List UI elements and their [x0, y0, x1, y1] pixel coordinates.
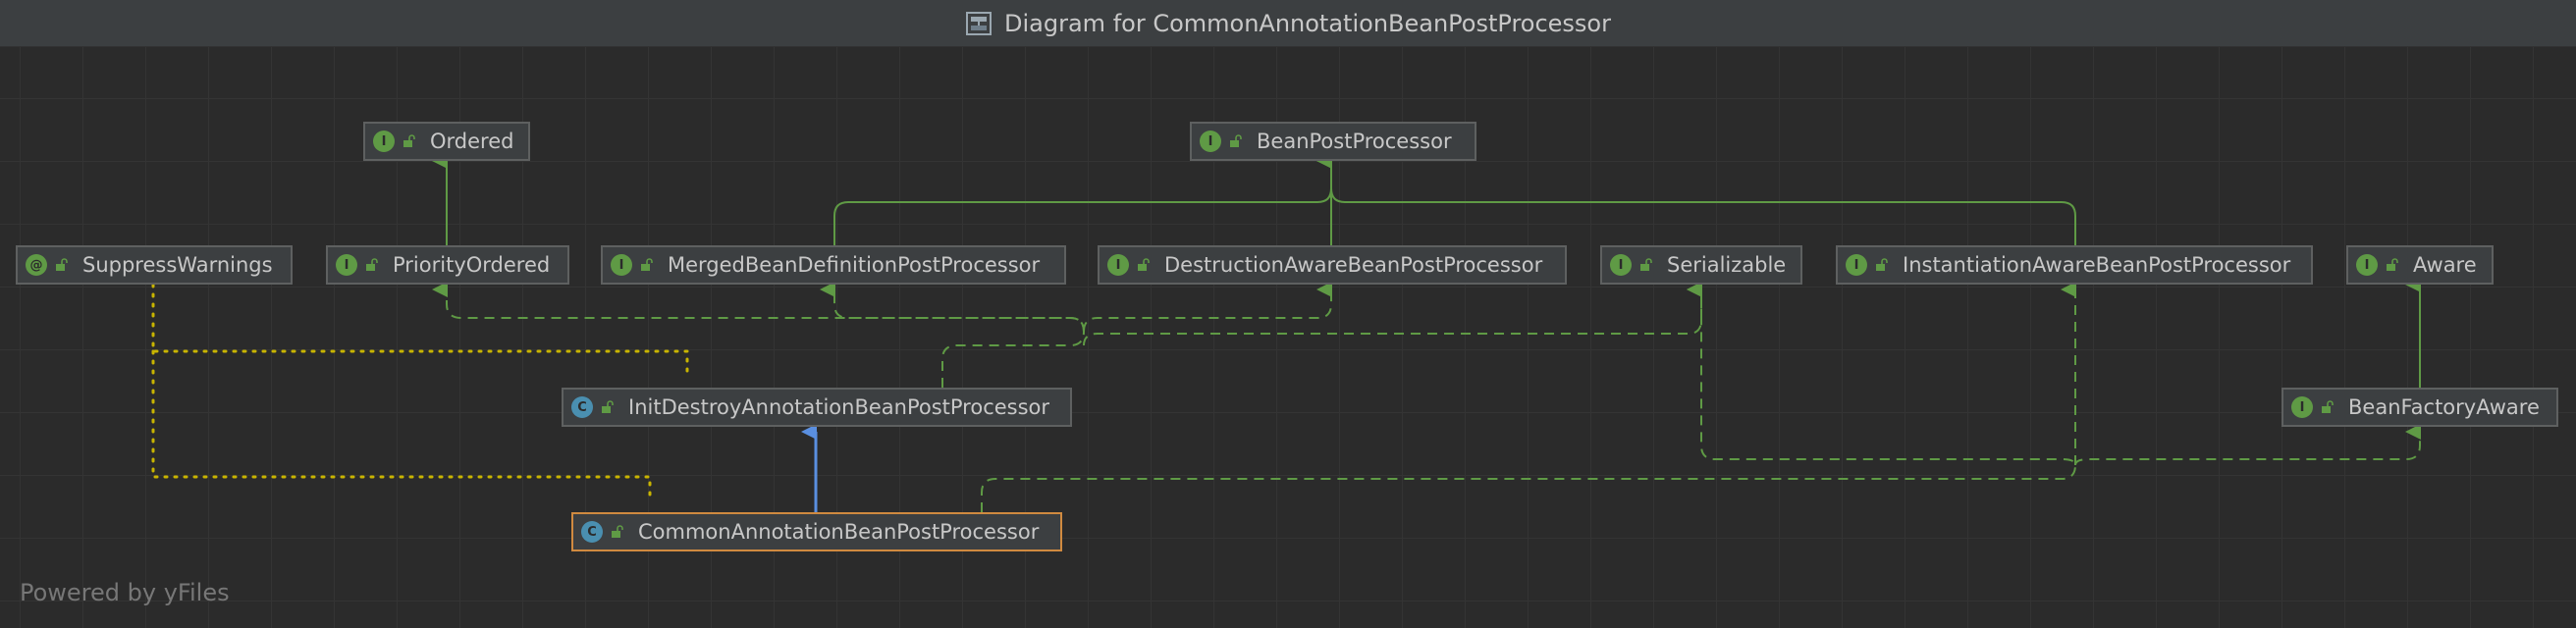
lock-open-icon [366, 258, 378, 271]
edge-suppresswarnings-initdestroy [151, 283, 689, 380]
node-merged-bean-definition-post-processor[interactable]: I MergedBeanDefinitionPostProcessor [601, 245, 1066, 285]
edge-initdestroy-priorityordered [432, 282, 1086, 388]
edge-common-serializable [981, 282, 2077, 512]
node-label: SuppressWarnings [82, 253, 273, 277]
interface-icon: I [2356, 254, 2378, 276]
interface-icon: I [1107, 254, 1129, 276]
node-label: Ordered [430, 130, 514, 153]
node-aware[interactable]: I Aware [2346, 245, 2494, 285]
interface-icon: I [336, 254, 357, 276]
window-title: Diagram for CommonAnnotationBeanPostProc… [1004, 9, 1611, 37]
lock-open-icon [56, 258, 68, 271]
node-suppress-warnings[interactable]: @ SuppressWarnings [16, 245, 293, 285]
powered-by-watermark: Powered by yFiles [20, 579, 230, 606]
lock-open-icon [2322, 400, 2334, 413]
interface-icon: I [1610, 254, 1632, 276]
interface-icon: I [611, 254, 632, 276]
lock-open-icon [1640, 258, 1652, 271]
node-label: Aware [2413, 253, 2477, 277]
diagram-icon [966, 11, 993, 35]
lock-open-icon [403, 134, 415, 147]
lock-open-icon [1876, 258, 1888, 271]
node-label: InitDestroyAnnotationBeanPostProcessor [628, 395, 1050, 419]
interface-icon: I [1846, 254, 1867, 276]
node-label: MergedBeanDefinitionPostProcessor [668, 253, 1041, 277]
node-label: PriorityOrdered [393, 253, 551, 277]
node-serializable[interactable]: I Serializable [1600, 245, 1802, 285]
edge-merged-beanpostprocessor [833, 153, 1332, 245]
lock-open-icon [1138, 258, 1150, 271]
node-bean-post-processor[interactable]: I BeanPostProcessor [1190, 122, 1476, 161]
window-titlebar: Diagram for CommonAnnotationBeanPostProc… [0, 0, 2576, 47]
edge-initdestroy-merged [820, 282, 1085, 333]
annotation-icon: @ [26, 254, 47, 276]
interface-icon: I [1200, 131, 1221, 152]
class-icon: C [571, 396, 593, 418]
lock-open-icon [602, 400, 614, 413]
node-label: DestructionAwareBeanPostProcessor [1164, 253, 1543, 277]
lock-open-icon [1230, 134, 1242, 147]
edge-suppresswarnings-common [151, 349, 652, 504]
node-label: BeanFactoryAware [2348, 395, 2540, 419]
node-destruction-aware-bean-post-processor[interactable]: I DestructionAwareBeanPostProcessor [1098, 245, 1567, 285]
lock-open-icon [612, 525, 623, 538]
node-common-annotation-bean-post-processor[interactable]: C CommonAnnotationBeanPostProcessor [571, 512, 1062, 551]
node-instantiation-aware-bean-post-processor[interactable]: I InstantiationAwareBeanPostProcessor [1836, 245, 2313, 285]
edge-initdestroy-serializable [1083, 282, 1702, 346]
lock-open-icon [2387, 258, 2398, 271]
node-label: Serializable [1667, 253, 1787, 277]
edge-initdestroy-destruction [1083, 282, 1332, 333]
node-init-destroy-annotation-bean-post-processor[interactable]: C InitDestroyAnnotationBeanPostProcessor [562, 388, 1072, 427]
edge-instantiation-beanpostprocessor [1330, 187, 2076, 245]
node-priority-ordered[interactable]: I PriorityOrdered [326, 245, 569, 285]
node-label: CommonAnnotationBeanPostProcessor [638, 520, 1040, 544]
node-ordered[interactable]: I Ordered [363, 122, 530, 161]
node-label: BeanPostProcessor [1257, 130, 1452, 153]
class-icon: C [581, 521, 603, 543]
interface-icon: I [2291, 396, 2313, 418]
node-label: InstantiationAwareBeanPostProcessor [1903, 253, 2291, 277]
node-bean-factory-aware[interactable]: I BeanFactoryAware [2281, 388, 2558, 427]
lock-open-icon [641, 258, 653, 271]
interface-icon: I [373, 131, 395, 152]
edge-common-beanfactoryaware [2074, 424, 2421, 466]
